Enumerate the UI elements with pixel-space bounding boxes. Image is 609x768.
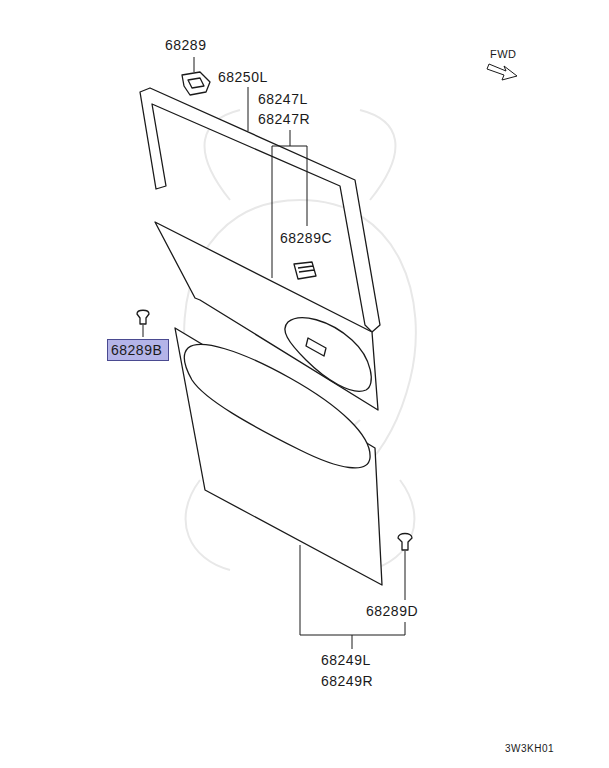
- handle-recess: [285, 318, 371, 392]
- clip-68289c: [294, 262, 316, 279]
- part-number: 68289B: [111, 342, 165, 358]
- handle: [306, 338, 326, 356]
- part-number: 68289D: [366, 603, 418, 619]
- part-number: 68289: [165, 37, 206, 53]
- part-number: 68249L: [321, 652, 371, 668]
- part-number: 68250L: [218, 69, 268, 85]
- highlighted-part: 68289B: [107, 339, 169, 361]
- direction-label: FWD: [490, 46, 517, 62]
- part-number: 68249R: [321, 673, 373, 689]
- clip-68289d: [398, 534, 412, 551]
- forward-arrow: [487, 64, 517, 80]
- clip-68289b: [137, 310, 149, 324]
- diagram-code: 3W3KH01: [505, 741, 554, 757]
- part-number: 68289C: [280, 230, 332, 246]
- part-number: 68247R: [258, 111, 310, 127]
- pocket-recess: [185, 345, 371, 468]
- lower-door-panel: [175, 328, 382, 585]
- clip-68289: [182, 72, 210, 95]
- leader-lines: [143, 57, 405, 649]
- part-number: 68247L: [258, 91, 308, 107]
